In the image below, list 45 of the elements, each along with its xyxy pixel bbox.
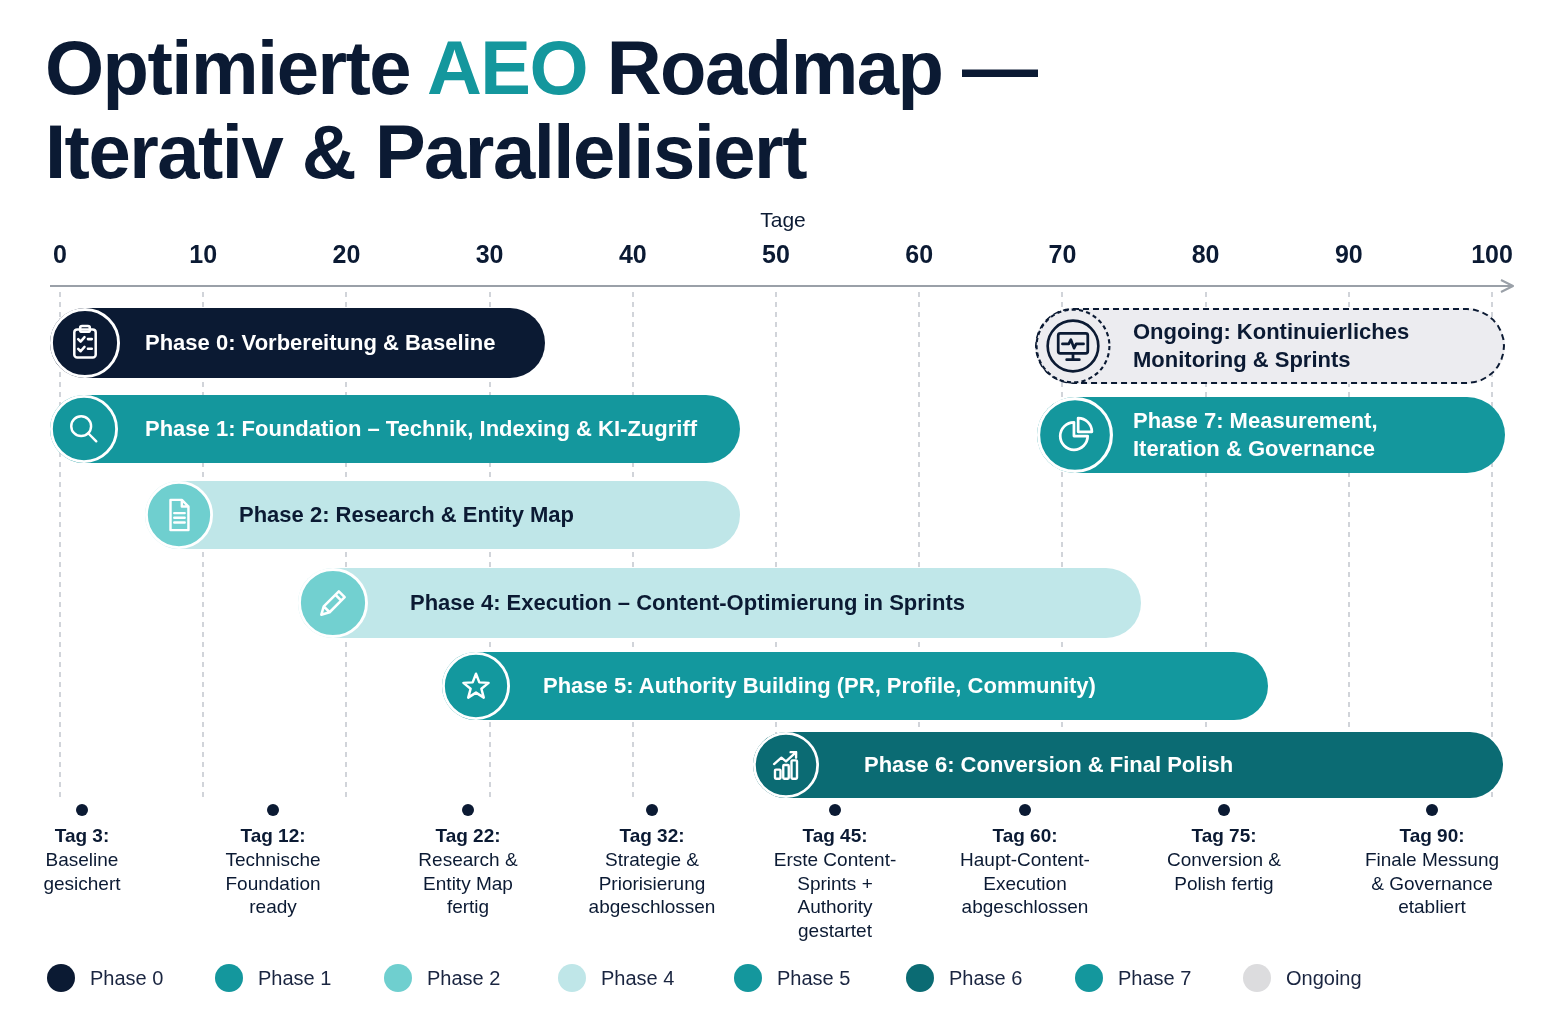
milestone-day: Tag 45: [802,824,868,847]
axis-tick-label: 50 [762,240,790,268]
milestone-day: Tag 75: [1191,824,1257,847]
legend-label: Phase 2 [427,966,501,990]
legend-label: Phase 0 [90,966,164,990]
phase-label: Phase 6: Conversion & Final Polish [864,751,1234,779]
milestone-day: Tag 90: [1399,824,1465,847]
axis-tick-label: 60 [905,240,934,268]
legend-label: Phase 1 [258,966,332,990]
phase-label: Phase 7: Measurement, Iteration & Governance [1133,407,1379,463]
axis-tick-label: 40 [618,240,647,268]
axis-tick-label: 10 [189,240,218,268]
axis-title: Tage [760,208,806,232]
milestone-day: Tag 60: [992,824,1058,847]
milestone-text: Haupt-Content-Execution abgeschlossen [959,848,1091,919]
axis-tick-label: 80 [1191,240,1220,268]
milestone-text: Conversion & Polish fertig [1165,848,1283,895]
phase-label: Phase 5: Authority Building (PR, Profile, Community) [543,672,1096,700]
milestone-text: Baseline gesichert [42,848,122,895]
axis-tick-label: 20 [332,240,361,268]
axis-tick-label: 70 [1048,240,1077,268]
legend-label: Phase 5 [777,966,851,990]
milestone-day: Tag 22: [435,824,501,847]
axis-tick-label: 30 [475,240,504,268]
title: Optimierte AEO Roadmap — Iterativ & Parallelisiert [45,26,1039,194]
milestone-day: Tag 12: [240,824,306,847]
axis-tick-label: 90 [1334,240,1363,268]
milestone-day: Tag 3: [54,824,110,847]
phase-label: Phase 2: Research & Entity Map [239,501,574,529]
axis-tick-label: 100 [1471,240,1513,268]
phase-label: Phase 0: Vorbereitung & Baseline [145,329,496,357]
phase-label: Phase 1: Foundation – Technik, Indexing & KI-Zugriff [145,415,698,443]
legend-label: Ongoing [1286,966,1362,990]
milestone-day: Tag 32: [619,824,685,847]
phase-label: Ongoing: Kontinuierliches Monitoring & Sprints [1133,318,1411,374]
milestone-text: Technische Foundation ready [224,848,322,919]
legend-label: Phase 7 [1118,966,1192,990]
axis-tick-label: 0 [53,240,67,268]
milestone-text: Strategie & Priorisierung abgeschlossen [587,848,717,919]
milestone-text: Erste Content-Sprints + Authority gestartet [772,848,898,942]
milestone-text: Finale Messung & Governance etabliert [1363,848,1501,919]
legend-label: Phase 4 [601,966,675,990]
legend-label: Phase 6 [949,966,1023,990]
phase-label: Phase 4: Execution – Content-Optimierung in Sprints [410,589,965,617]
milestone-text: Research & Entity Map fertig [417,848,519,919]
